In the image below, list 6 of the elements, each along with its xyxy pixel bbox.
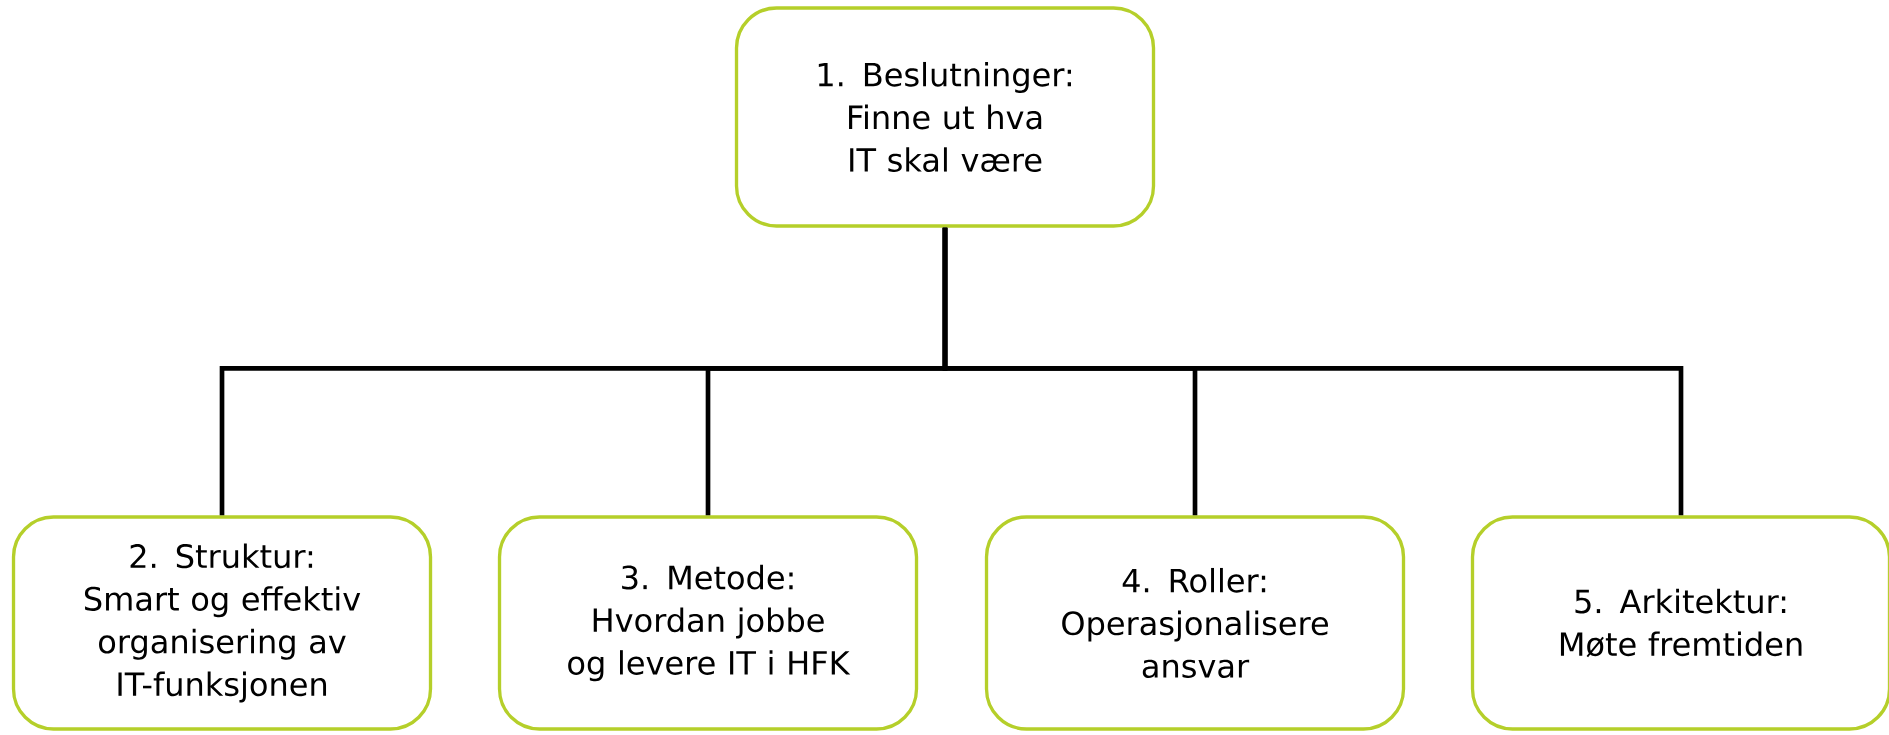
- process-box: 3. Metode: Hvordan jobbe og levere IT i HFK: [497, 515, 919, 731]
- process-box: 2. Struktur: Smart og effektiv organisering av IT-funksjonen: [11, 515, 433, 731]
- process-box: 5. Arkitektur: Møte fremtiden: [1470, 515, 1889, 731]
- process-box: 1. Beslutninger: Finne ut hva IT skal være: [734, 6, 1156, 228]
- process-box: 4. Roller: Operasjonalisere ansvar: [984, 515, 1406, 731]
- connector-line: [942, 227, 1684, 516]
